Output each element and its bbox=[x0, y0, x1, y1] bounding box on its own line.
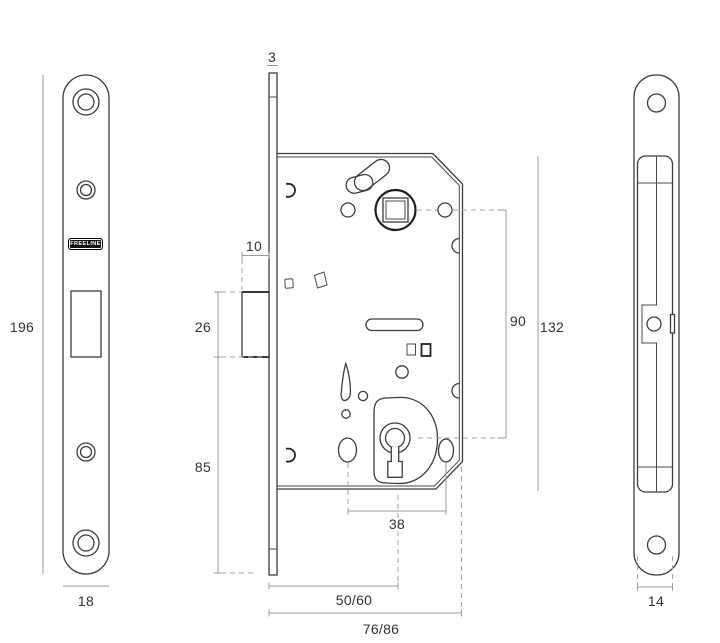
dim-label-side-width: 14 bbox=[647, 593, 665, 609]
follower-cylinder-dim bbox=[497, 209, 507, 439]
side-edge-tab bbox=[669, 313, 676, 334]
cylinder-housing bbox=[373, 396, 439, 485]
lock-body-view bbox=[214, 65, 539, 617]
teardrop-slot bbox=[340, 361, 352, 402]
fixing-screw-post-left bbox=[337, 437, 358, 463]
front-plate-outline bbox=[62, 74, 110, 575]
small-square-hole bbox=[284, 278, 294, 289]
hole-right-of-hub bbox=[437, 202, 453, 218]
case-outline-inner bbox=[277, 156, 460, 487]
dim-label-case-depth: 76/86 bbox=[362, 621, 400, 637]
tilted-tab bbox=[313, 271, 328, 289]
spindle-hub bbox=[374, 188, 417, 232]
dim-label-follower-cylinder: 90 bbox=[509, 313, 527, 329]
dim-label-latch-protrusion: 10 bbox=[245, 238, 263, 254]
case-depth-dim bbox=[268, 467, 462, 617]
edge-notch-bottom-left bbox=[286, 447, 296, 463]
hole-spacing-dim bbox=[347, 463, 447, 515]
square-opening bbox=[406, 343, 416, 356]
side-hole-top bbox=[646, 93, 667, 113]
latch-cutout bbox=[70, 290, 102, 358]
dim-label-backset: 50/60 bbox=[335, 592, 373, 608]
square-stop bbox=[420, 343, 432, 357]
side-cylinder-hole bbox=[646, 316, 662, 332]
small-hole-a bbox=[357, 390, 369, 402]
fixing-screw-post-right bbox=[437, 438, 455, 463]
side-hole-bottom bbox=[646, 535, 667, 555]
front-plate-view bbox=[42, 74, 110, 587]
faceplate-strip bbox=[268, 72, 278, 576]
hole-left-of-hub bbox=[340, 202, 356, 218]
edge-notch-right-upper bbox=[451, 237, 460, 254]
left-dim-chain bbox=[214, 291, 266, 574]
fixing-hole-upper bbox=[76, 180, 96, 200]
dim-label-case-height: 132 bbox=[539, 319, 565, 335]
keyhole-stem bbox=[387, 446, 403, 478]
dim-label-lower-section: 85 bbox=[194, 459, 212, 475]
side-view bbox=[633, 74, 680, 591]
pivot-hole bbox=[395, 365, 409, 379]
latch-bolt bbox=[241, 291, 270, 358]
small-hole-b bbox=[341, 409, 351, 419]
slot-opening bbox=[365, 318, 424, 332]
fixing-hole-lower bbox=[76, 442, 96, 462]
dim-label-plate-height: 196 bbox=[9, 319, 35, 335]
backset-dim bbox=[268, 495, 399, 590]
brand-badge: FREELINE bbox=[68, 238, 103, 250]
latch-protrusion-dim bbox=[241, 252, 270, 290]
side-case-channel bbox=[641, 156, 657, 492]
dim-label-latch-section: 26 bbox=[194, 319, 212, 335]
screw-hole-bottom bbox=[72, 529, 100, 557]
dim-label-thickness: 3 bbox=[267, 49, 277, 65]
dim-label-plate-width: 18 bbox=[77, 593, 95, 609]
dim-label-hole-spacing: 38 bbox=[388, 516, 406, 532]
edge-notch-right-lower bbox=[451, 382, 460, 399]
spring-lever bbox=[345, 158, 391, 194]
screw-hole-top bbox=[72, 88, 100, 116]
edge-notch-top-left bbox=[286, 182, 296, 198]
side-plate-outline bbox=[633, 74, 680, 576]
case-outline bbox=[277, 152, 464, 490]
side-width-dim bbox=[637, 556, 673, 591]
